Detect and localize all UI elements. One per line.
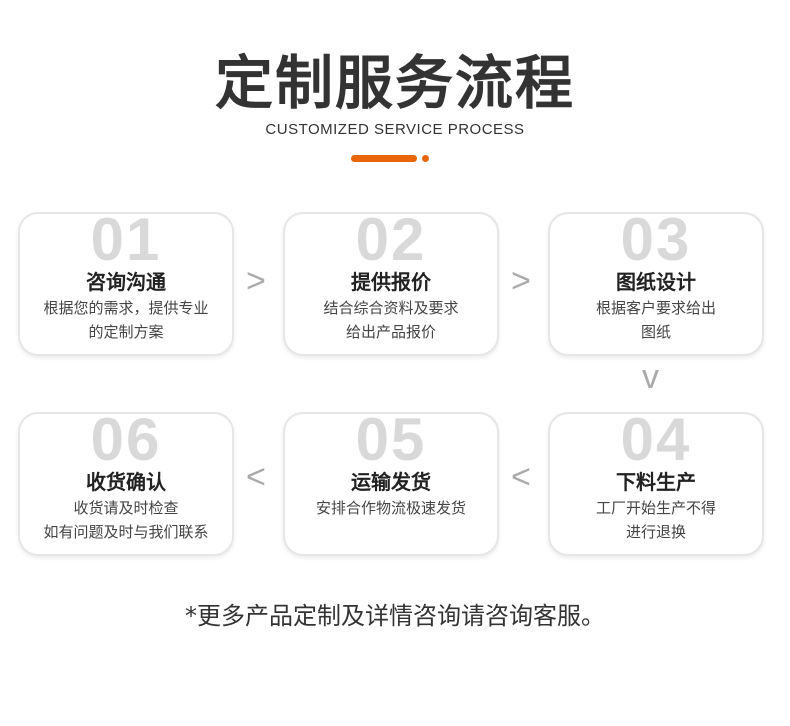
page-title: 定制服务流程: [214, 49, 575, 117]
step-card-1: 01 咨询沟通 根据您的需求，提供专业的定制方案: [18, 212, 234, 356]
arrow-right-icon: >: [246, 262, 266, 300]
accent-bar: [351, 155, 417, 162]
step-desc-line: 结合综合资料及要求: [323, 299, 459, 317]
step-number: 01: [90, 212, 162, 268]
step-card-5: 05 运输发货 安排合作物流极速发货: [283, 412, 499, 556]
step-desc-line: 安排合作物流极速发货: [315, 499, 466, 517]
step-desc: 根据您的需求，提供专业的定制方案: [20, 296, 232, 344]
step-desc: 结合综合资料及要求给出产品报价: [285, 296, 497, 344]
accent-dot: [422, 155, 429, 162]
step-number: 03: [620, 212, 692, 268]
step-number: 06: [90, 412, 162, 468]
step-desc-line: 收货请及时检查: [73, 499, 179, 517]
step-desc: 工厂开始生产不得进行退换: [550, 496, 762, 544]
arrow-left-icon: <: [511, 458, 531, 496]
arrow-left-icon: <: [246, 458, 266, 496]
arrow-right-icon: >: [511, 262, 531, 300]
step-number: 05: [355, 412, 427, 468]
step-card-2: 02 提供报价 结合综合资料及要求给出产品报价: [283, 212, 499, 356]
page-subtitle: CUSTOMIZED SERVICE PROCESS: [265, 121, 525, 138]
step-desc-line: 的定制方案: [88, 323, 164, 341]
step-desc-line: 根据您的需求，提供专业: [43, 299, 209, 317]
step-desc-line: 如有问题及时与我们联系: [43, 523, 209, 541]
step-desc-line: 图纸: [640, 323, 671, 341]
step-desc-line: 进行退换: [625, 523, 686, 541]
step-desc-line: 根据客户要求给出: [595, 299, 716, 317]
step-desc: 安排合作物流极速发货: [285, 496, 497, 520]
step-number: 02: [355, 212, 427, 268]
step-number: 04: [620, 412, 692, 468]
step-desc-line: 给出产品报价: [345, 323, 436, 341]
step-title: 提供报价: [351, 270, 431, 294]
step-title: 图纸设计: [616, 270, 696, 294]
step-title: 收货确认: [86, 470, 166, 494]
step-card-3: 03 图纸设计 根据客户要求给出图纸: [548, 212, 764, 356]
step-title: 下料生产: [616, 470, 696, 494]
step-desc-line: 工厂开始生产不得: [595, 499, 716, 517]
step-card-6: 06 收货确认 收货请及时检查如有问题及时与我们联系: [18, 412, 234, 556]
footer-note: *更多产品定制及详情咨询请咨询客服。: [185, 602, 605, 630]
arrow-down-icon: v: [642, 358, 659, 396]
step-title: 运输发货: [351, 470, 431, 494]
step-title: 咨询沟通: [86, 270, 166, 294]
step-card-4: 04 下料生产 工厂开始生产不得进行退换: [548, 412, 764, 556]
step-desc: 收货请及时检查如有问题及时与我们联系: [20, 496, 232, 544]
step-desc: 根据客户要求给出图纸: [550, 296, 762, 344]
